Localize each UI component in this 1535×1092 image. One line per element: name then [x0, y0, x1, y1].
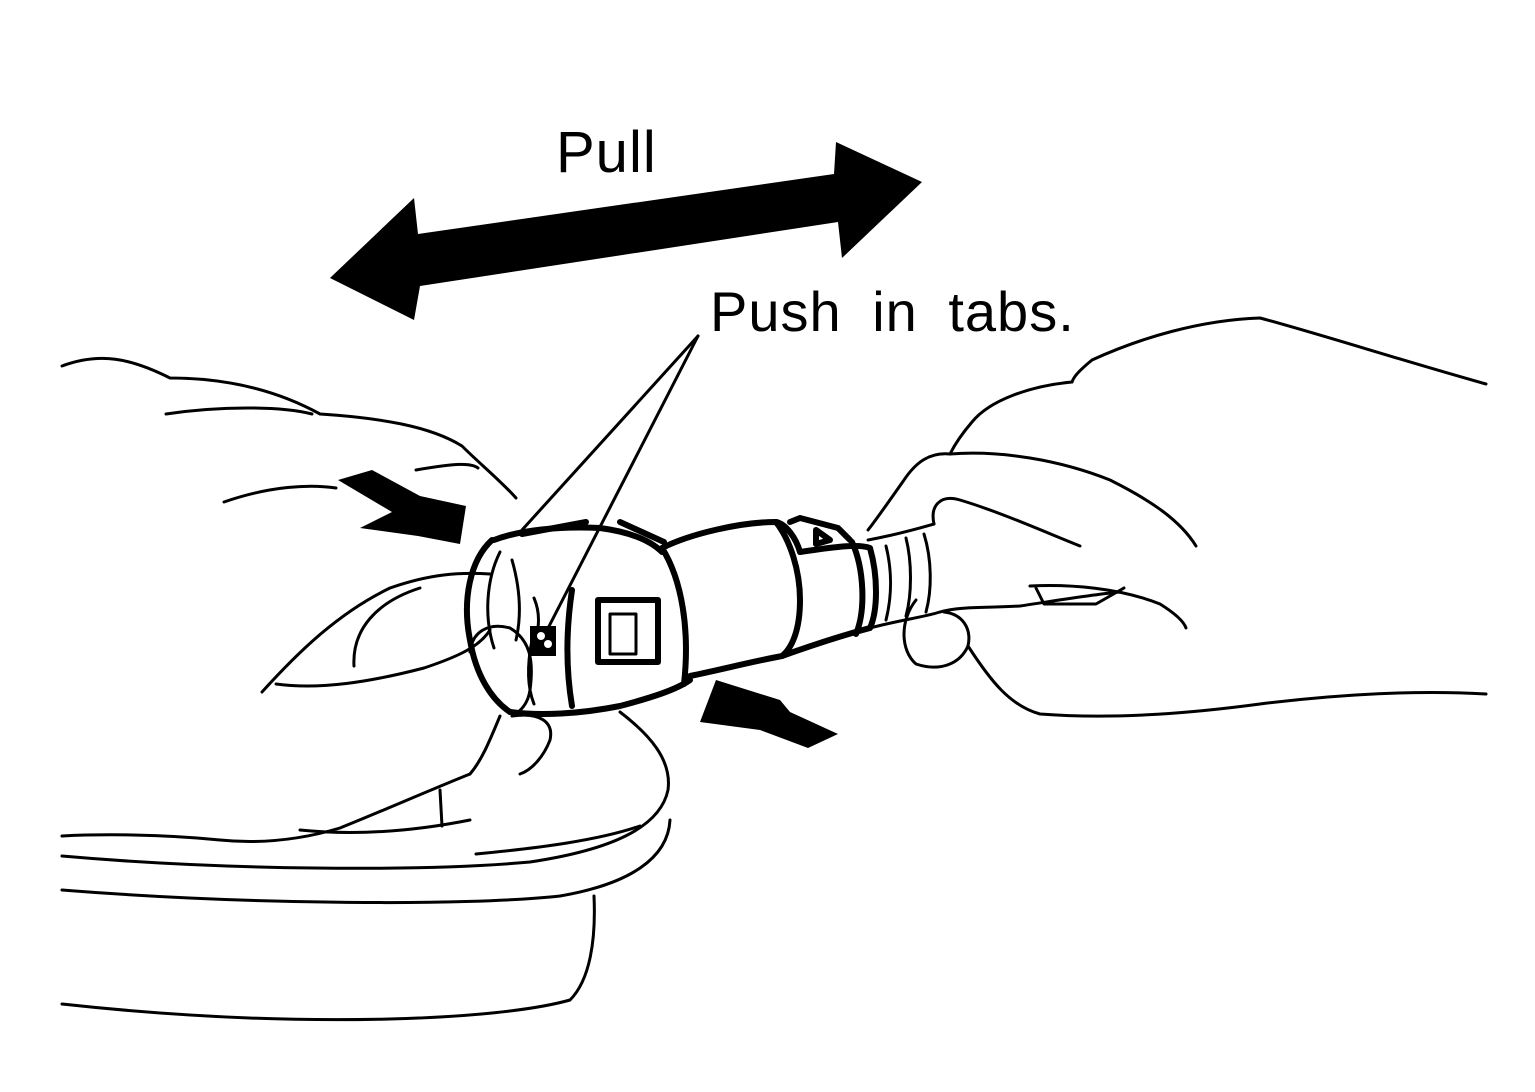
right-hand — [866, 316, 1488, 718]
push-in-tabs-label: Push in tabs. — [710, 280, 1075, 343]
leader-lines — [520, 334, 700, 638]
connector-right-half — [659, 515, 879, 687]
tab-window — [595, 597, 661, 665]
pull-double-arrow — [330, 142, 922, 320]
left-hand — [60, 356, 553, 843]
connector-left-half — [463, 519, 693, 717]
pull-label: Pull — [556, 120, 657, 185]
base-platform — [60, 710, 672, 1022]
hose — [866, 522, 942, 630]
push-arrow-lower — [700, 680, 838, 748]
release-tab — [530, 626, 556, 656]
push-arrow-upper — [338, 470, 466, 544]
